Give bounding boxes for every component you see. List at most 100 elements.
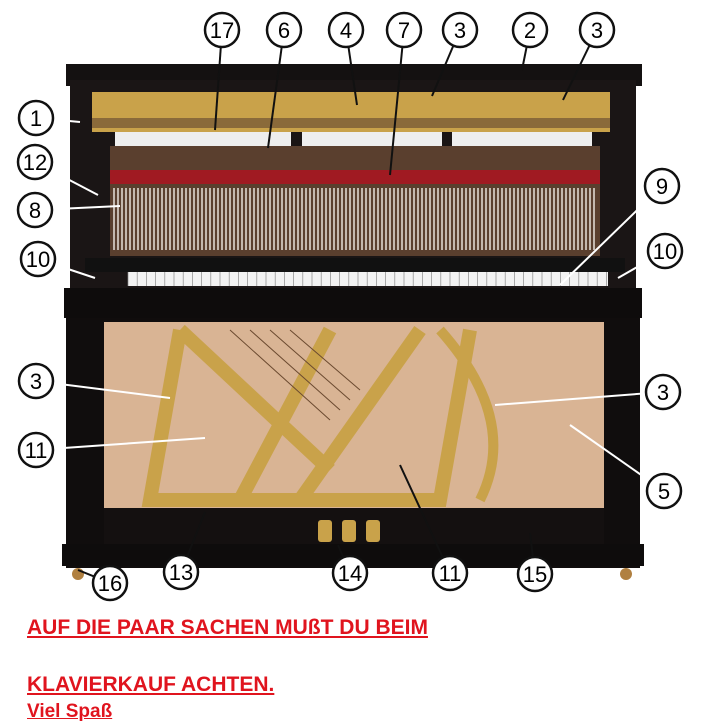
- key-lines: [127, 272, 607, 286]
- callout-number: 6: [278, 18, 290, 43]
- callout-leader: [77, 569, 95, 578]
- callout-circle: [17, 99, 55, 137]
- callout-leader: [494, 392, 647, 406]
- callout-number: 16: [98, 571, 122, 596]
- callout-leader: [529, 532, 534, 558]
- tuning-pins: [92, 118, 610, 128]
- callout-number: 11: [439, 561, 462, 586]
- key-slip: [85, 258, 625, 272]
- callout-leader: [617, 258, 651, 279]
- callout-number: 14: [338, 561, 362, 586]
- piano-diagram: 17 6 4 7 3 2 3 1 12 8 10 9 10 3 3 11 5 13 14 11 15 16: [16, 11, 684, 602]
- callout-7: 7: [385, 11, 423, 176]
- callout-circle: [19, 240, 57, 278]
- damper-row-1: [115, 132, 291, 146]
- bass-strings: [229, 329, 361, 421]
- callout-leader: [347, 46, 358, 106]
- note-line-1: AUF DIE PAAR SACHEN MUßT DU BEIM: [27, 616, 428, 639]
- callout-number: 3: [30, 369, 42, 394]
- callout-leader: [214, 46, 222, 131]
- callout-circle: [331, 554, 369, 592]
- keybed: [64, 288, 642, 318]
- damper-row-3: [452, 132, 592, 146]
- callout-circle: [643, 167, 681, 205]
- callout-14: 14: [331, 544, 369, 592]
- callout-4: 4: [327, 11, 365, 106]
- callout-circle: [516, 555, 554, 593]
- callout-circle: [431, 554, 469, 592]
- callout-circle: [645, 472, 683, 510]
- callout-leader: [52, 437, 206, 450]
- callout-12: 12: [16, 143, 99, 196]
- callout-circle: [578, 11, 616, 49]
- note-line-2: KLAVIERKAUF ACHTEN.: [27, 673, 275, 696]
- callout-3: 3: [431, 11, 479, 97]
- callout-15: 15: [516, 532, 554, 593]
- callout-leader: [521, 46, 528, 71]
- damper-row-2: [302, 132, 442, 146]
- callout-number: 10: [653, 239, 677, 264]
- callout-9: 9: [559, 167, 681, 286]
- callout-circle: [327, 11, 365, 49]
- callout-leader: [399, 464, 444, 558]
- callout-leader: [267, 46, 283, 149]
- keyboard: [128, 272, 608, 286]
- callout-leader: [51, 205, 121, 211]
- callout-5: 5: [569, 424, 683, 510]
- callout-10: 10: [19, 240, 96, 279]
- callout-circle: [646, 232, 684, 270]
- callout-number: 2: [524, 18, 536, 43]
- callout-3: 3: [494, 373, 682, 411]
- callout-6: 6: [265, 11, 303, 149]
- callout-circle: [162, 553, 200, 591]
- callout-circle: [644, 373, 682, 411]
- callout-circle: [441, 11, 479, 49]
- callout-number: 8: [29, 198, 41, 223]
- callout-number: 3: [591, 18, 603, 43]
- callout-leader: [52, 382, 171, 399]
- callout-circle: [17, 431, 55, 469]
- caster-right: [620, 568, 632, 580]
- callout-circle: [16, 191, 54, 229]
- callout-number: 12: [23, 150, 47, 175]
- callout-leader: [559, 197, 651, 286]
- note-line-3: Viel Spaß: [27, 701, 113, 722]
- callout-leader: [431, 45, 455, 97]
- callout-1: 1: [17, 99, 81, 137]
- hammers: [113, 188, 595, 250]
- callout-circle: [91, 564, 129, 602]
- hammer-rail: [110, 170, 600, 184]
- callout-number: 17: [210, 18, 234, 43]
- callout-circle: [17, 362, 55, 400]
- callout-leader: [389, 46, 404, 176]
- callout-number: 9: [656, 174, 668, 199]
- callout-number: 5: [658, 479, 670, 504]
- piano-illustration: [62, 64, 644, 580]
- callout-leader: [49, 169, 99, 196]
- callout-8: 8: [16, 191, 121, 229]
- callout-circle: [511, 11, 549, 49]
- callout-number: 4: [340, 18, 352, 43]
- callout-number: 7: [398, 18, 410, 43]
- callout-circle: [16, 143, 54, 181]
- callout-17: 17: [203, 11, 241, 131]
- callout-number: 10: [26, 247, 50, 272]
- callout-leader: [53, 263, 96, 279]
- callout-11: 11: [17, 431, 206, 469]
- callout-leader: [52, 118, 81, 123]
- callouts: 17 6 4 7 3 2 3 1 12 8 10 9 10 3 3 11 5 13 14 11 15 16: [16, 11, 684, 602]
- callout-10: 10: [617, 232, 684, 279]
- callout-leader: [569, 424, 651, 483]
- pedals: [318, 520, 380, 542]
- callout-number: 13: [169, 560, 193, 585]
- callout-13: 13: [162, 511, 206, 591]
- callout-number: 3: [657, 380, 669, 405]
- callout-leader: [562, 44, 591, 101]
- callout-number: 3: [454, 18, 466, 43]
- callout-number: 11: [25, 438, 48, 463]
- callout-3: 3: [562, 11, 616, 101]
- callout-circle: [203, 11, 241, 49]
- callout-circle: [385, 11, 423, 49]
- callout-leader: [186, 511, 206, 557]
- caster-left: [72, 568, 84, 580]
